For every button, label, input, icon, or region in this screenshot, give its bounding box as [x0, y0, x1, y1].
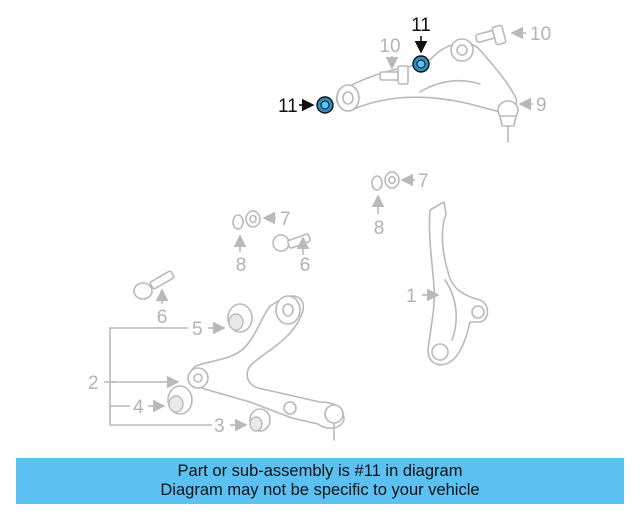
bushing-4	[167, 385, 193, 415]
callout-7-left: 7	[280, 209, 291, 230]
callout-4: 4	[133, 397, 144, 418]
bushing-3	[249, 408, 271, 432]
callout-11-left: 11	[278, 96, 298, 117]
nut-11-upper	[412, 55, 430, 73]
info-banner: Part or sub-assembly is #11 in diagram D…	[16, 458, 624, 504]
leader-lines	[104, 26, 533, 432]
callout-10-right: 10	[530, 24, 551, 45]
bolt-10-right	[474, 24, 507, 46]
washer-set-left	[232, 210, 261, 230]
callout-8-left: 8	[236, 255, 247, 276]
callout-6-left: 6	[157, 307, 168, 328]
callout-10-left: 10	[379, 36, 400, 57]
bolt-10-left	[379, 65, 409, 85]
callout-5: 5	[192, 319, 203, 340]
callout-8-right: 8	[374, 218, 385, 239]
bolt-6-left	[133, 270, 175, 300]
callout-6-center: 6	[300, 255, 311, 276]
banner-line-disclaimer: Diagram may not be specific to your vehi…	[160, 481, 480, 499]
lower-control-arm	[187, 295, 345, 441]
callout-3: 3	[214, 416, 225, 437]
callout-2: 2	[88, 373, 99, 394]
bolt-6-center	[272, 233, 311, 252]
nut-11-left	[316, 96, 334, 114]
banner-line-part-number: Part or sub-assembly is #11 in diagram	[177, 462, 463, 480]
washer-set-right	[371, 171, 400, 191]
steering-knuckle	[427, 201, 489, 366]
callout-7-right: 7	[418, 171, 429, 192]
upper-control-arm	[336, 38, 519, 143]
callout-9: 9	[536, 95, 547, 116]
callout-11-top: 11	[411, 15, 431, 36]
callout-1: 1	[406, 286, 417, 307]
bushing-5	[227, 303, 253, 333]
